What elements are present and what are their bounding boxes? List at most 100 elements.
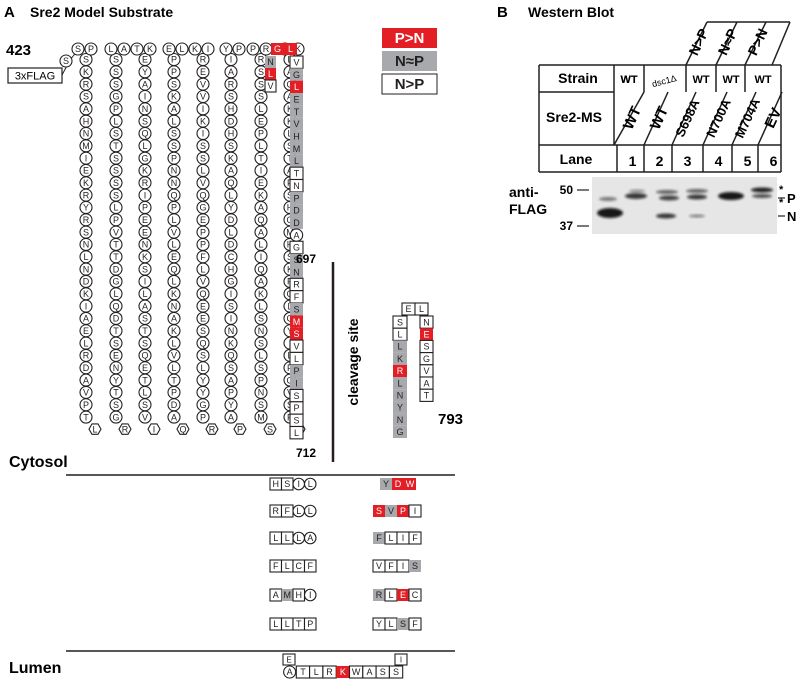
residue-circle: K (254, 188, 268, 202)
residue-box: R (373, 589, 385, 601)
residue-circle: K (138, 250, 152, 264)
residue-letter: D (113, 314, 120, 324)
residue-circle: P (167, 65, 181, 79)
residue-box: T (290, 105, 303, 118)
residue-letter: S (171, 79, 177, 89)
residue-letter: H (228, 264, 235, 274)
residue-circle: L (254, 237, 268, 251)
residue-outline (290, 93, 303, 106)
residue-box: S (290, 303, 303, 316)
residue-circle: Q (254, 213, 268, 227)
residue-box: R (269, 504, 283, 518)
residue-circle: Y (109, 373, 123, 387)
residue-letter: S (258, 400, 264, 410)
residue-circle: L (109, 114, 123, 128)
residue-box: L (393, 377, 407, 390)
residue-letter: S (380, 667, 386, 677)
residue-outline (290, 105, 303, 118)
residue-outline (388, 665, 404, 679)
residue-letter: G (274, 44, 281, 54)
residue-circle: L (196, 163, 210, 178)
residue-letter: P (200, 412, 206, 422)
construct-value: M704A (732, 95, 764, 140)
residue-outline (303, 588, 317, 602)
residue-letter: V (293, 57, 299, 67)
residue-letter: L (179, 44, 184, 54)
residue-circle: E (79, 163, 93, 178)
residue-box: E (282, 653, 296, 666)
flag-tag-box (7, 67, 63, 84)
residue-outline (290, 130, 303, 143)
residue-letter: L (171, 363, 176, 373)
residue-box: A (303, 531, 317, 545)
residue-letter: I (230, 314, 233, 324)
residue-letter: S (293, 304, 299, 314)
cytosol-label: Cytosol (9, 454, 68, 471)
residue-letter: Y (200, 375, 206, 385)
residue-outline (290, 327, 303, 341)
residue-outline (393, 352, 407, 365)
residue-712-label: 712 (296, 446, 316, 460)
residue-outline (284, 43, 297, 55)
residue-letter: N (83, 264, 90, 274)
residue-letter: D (293, 206, 300, 216)
residue-box: E (420, 328, 433, 341)
residue-circle: D (167, 398, 181, 412)
residue-outline (397, 589, 409, 601)
residue-circle: A (138, 77, 152, 91)
residue-circle: Q (254, 262, 268, 276)
residue-letter: K (83, 289, 89, 299)
residue-outline (290, 265, 303, 279)
legend-swatch (382, 51, 437, 71)
residue-box: R (289, 277, 304, 292)
residue-box: I (292, 477, 306, 491)
blot-band (597, 208, 623, 218)
residue-outline (118, 423, 132, 435)
residue-letter: S (113, 190, 119, 200)
residue-box: A (362, 665, 377, 679)
residue-letter: I (144, 277, 147, 287)
residue-letter: L (314, 667, 319, 677)
residue-circle: L (138, 139, 152, 153)
residue-circle: S (254, 89, 268, 104)
residue-outline (290, 117, 303, 131)
residue-letter: E (83, 326, 89, 336)
residue-box: S (290, 253, 303, 266)
residue-letter: R (263, 44, 270, 54)
residue-letter: T (142, 375, 148, 385)
residue-circle: E (138, 225, 152, 239)
residue-letter: L (171, 240, 176, 250)
residue-letter: S (228, 301, 234, 311)
residue-circle: E (196, 311, 210, 325)
residue-circle: H (224, 126, 238, 141)
table-line (744, 21, 767, 66)
residue-letter: A (228, 412, 234, 422)
residue-circle: K (167, 287, 181, 301)
residue-letter: S (293, 416, 299, 426)
residue-letter: S (113, 400, 119, 410)
residue-circle: N (79, 126, 93, 141)
residue-circle: P (109, 102, 123, 116)
residue-letter: A (228, 67, 234, 77)
residue-letter: A (423, 378, 429, 388)
residue-circle: I (254, 250, 268, 264)
residue-letter: N (397, 415, 404, 425)
residue-outline (109, 410, 123, 424)
residue-letter: A (83, 314, 89, 324)
residue-letter: K (83, 178, 89, 188)
antibody-label-line2: FLAG (509, 201, 547, 217)
residue-letter: D (171, 400, 178, 410)
residue-outline (290, 216, 303, 229)
residue-circle: P (196, 237, 210, 251)
residue-circle: A (167, 311, 181, 325)
residue-letter: T (258, 153, 264, 163)
residue-outline (263, 423, 277, 435)
residue-circle: E (79, 324, 93, 338)
residue-letter: V (267, 81, 273, 91)
residue-letter: D (293, 218, 300, 228)
lane-number: 2 (656, 153, 664, 169)
residue-letter: T (113, 252, 119, 262)
